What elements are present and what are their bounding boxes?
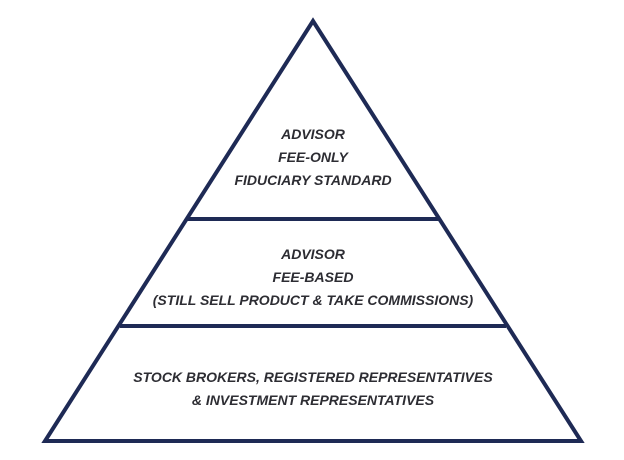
tier-bottom-line-1: STOCK BROKERS, REGISTERED REPRESENTATIVE…: [133, 369, 493, 385]
tier-top-line-2: FEE-ONLY: [278, 149, 349, 165]
tier-middle-line-2: FEE-BASED: [273, 269, 354, 285]
tier-top-line-1: ADVISOR: [280, 126, 346, 142]
tier-middle: ADVISOR FEE-BASED (STILL SELL PRODUCT & …: [153, 246, 474, 308]
tier-top: ADVISOR FEE-ONLY FIDUCIARY STANDARD: [234, 126, 391, 188]
tier-middle-line-1: ADVISOR: [280, 246, 346, 262]
tier-bottom-line-2: & INVESTMENT REPRESENTATIVES: [192, 392, 435, 408]
tier-bottom: STOCK BROKERS, REGISTERED REPRESENTATIVE…: [133, 369, 493, 408]
pyramid-outline: [41, 17, 585, 443]
tier-middle-line-3: (STILL SELL PRODUCT & TAKE COMMISSIONS): [153, 292, 474, 308]
tier-top-line-3: FIDUCIARY STANDARD: [234, 172, 391, 188]
